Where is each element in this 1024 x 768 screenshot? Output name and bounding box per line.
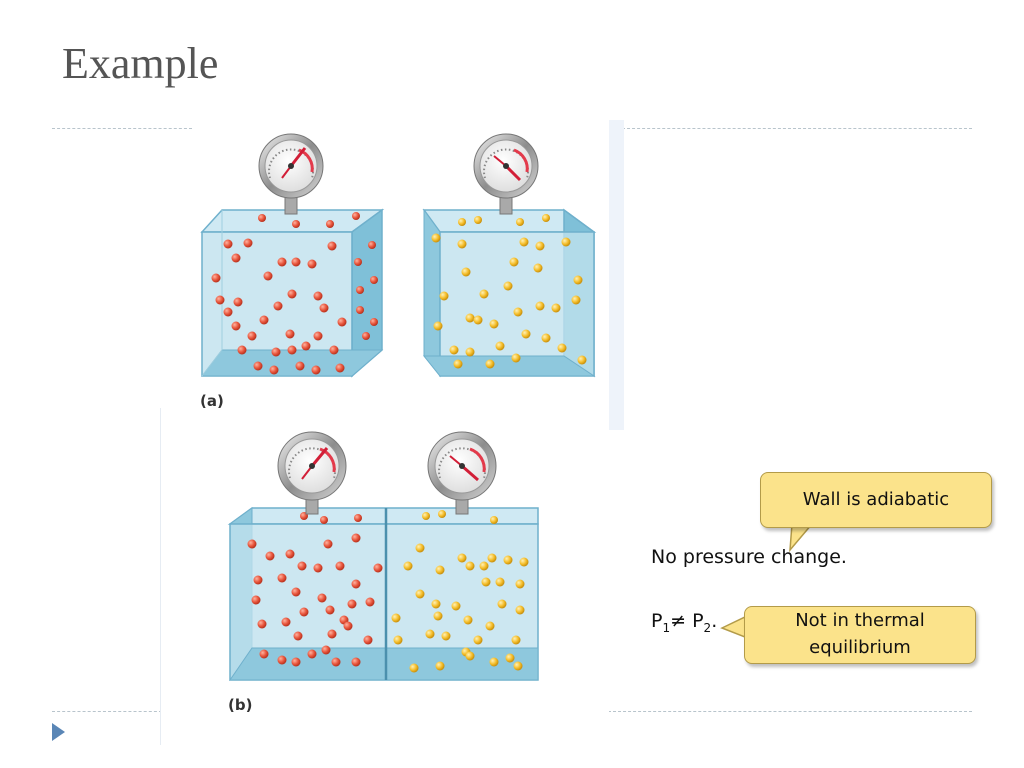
cold-particles-a [431,214,587,369]
hot-particles-b [247,512,383,667]
not-equal-sign: ≠ [670,610,693,632]
no-pressure-change-text: No pressure change. [651,546,847,568]
callout-thermal-line2: equilibrium [809,637,911,658]
pressure-gauge-b-hot [277,431,347,515]
slide-title: Example [62,39,219,88]
p2-subscript: 2 [703,620,712,635]
container-b-combined [227,507,539,682]
p1-subscript: 1 [662,620,671,635]
pressure-gauge-a-cold [473,133,539,215]
pressure-gauge-a-hot [258,133,324,215]
slide-bullet-marker [52,723,65,741]
top-divider-left [52,128,192,129]
figure-b-label: (b) [228,696,252,714]
cold-particles-b [391,510,529,673]
figure-a-label: (a) [200,392,224,410]
inequality-period: . [711,610,718,632]
callout-adiabatic: Wall is adiabatic [760,472,992,528]
p2-symbol: P [692,610,704,632]
p1-symbol: P [651,610,663,632]
hot-particles-a [211,212,378,375]
callout-thermal-equilibrium: Not in thermal equilibrium [744,606,976,664]
callout-thermal-tail [720,615,746,639]
callout-thermal-line1: Not in thermal [795,610,925,631]
bottom-divider-left [52,711,162,712]
pressure-inequality: P1≠ P2. [651,610,717,635]
container-a-cold [422,208,597,378]
container-a-hot [200,208,385,378]
figure-a-edge-strip [609,120,624,430]
top-divider-right [622,128,972,129]
pressure-gauge-b-cold [427,431,497,515]
callout-adiabatic-text: Wall is adiabatic [802,489,950,510]
bottom-divider-right [608,711,972,712]
